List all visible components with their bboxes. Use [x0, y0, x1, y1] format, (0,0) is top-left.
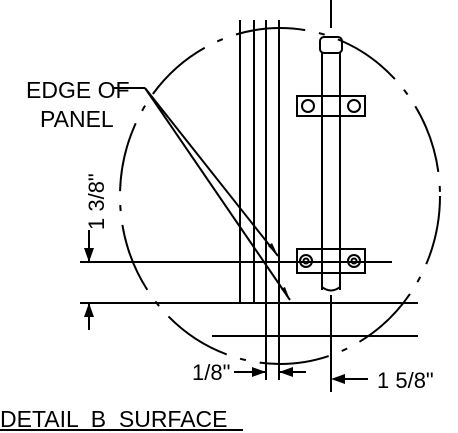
arrowhead	[84, 248, 94, 262]
small-dimension	[234, 304, 306, 380]
dim-label-right: 1 5/8"	[377, 368, 434, 393]
panel-edge-lines	[239, 20, 280, 308]
dim-label-small: 1/8"	[192, 360, 230, 385]
bolt-icon	[347, 99, 361, 113]
bolt-icon	[301, 99, 315, 113]
lower-bracket	[296, 248, 366, 274]
bolt-icon	[299, 254, 313, 268]
callout-label-line2: PANEL	[40, 106, 114, 132]
arrowhead	[252, 367, 266, 377]
arrowhead	[281, 287, 290, 300]
bolt-icon	[347, 254, 361, 268]
arrowhead	[84, 303, 94, 317]
upper-bracket	[296, 95, 366, 117]
dim-label-vertical: 1 3/8"	[84, 173, 109, 230]
arrowhead	[268, 243, 278, 256]
detail-title: DETAIL B SURFACE	[0, 406, 228, 432]
shaft	[319, 36, 343, 292]
arrowhead	[279, 367, 293, 377]
callout-leaders	[114, 87, 291, 301]
callout-label-line1: EDGE OF	[26, 77, 130, 103]
arrowhead	[331, 374, 345, 384]
